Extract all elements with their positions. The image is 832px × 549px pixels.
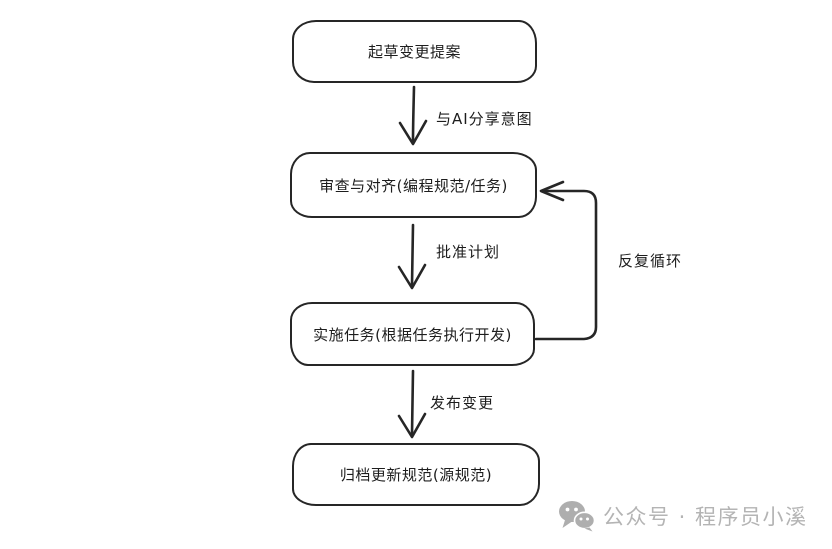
node-label: 实施任务(根据任务执行开发) <box>313 325 512 344</box>
edge-label-approve-plan: 批准计划 <box>436 243 501 261</box>
node-draft-change-proposal: 起草变更提案 <box>292 20 537 83</box>
arrow-loop-implement-to-review <box>534 189 598 341</box>
arrow-review-to-implement <box>410 223 415 287</box>
edge-label-share-intent-with-ai: 与AI分享意图 <box>436 110 533 128</box>
node-archive-updated-spec: 归档更新规范(源规范) <box>292 443 540 506</box>
edge-label-repeat-loop: 反复循环 <box>618 252 683 270</box>
node-label: 审查与对齐(编程规范/任务) <box>319 176 508 195</box>
arrowhead-implement-to-archive <box>397 412 427 439</box>
node-review-and-align: 审查与对齐(编程规范/任务) <box>290 152 537 218</box>
node-implement-tasks: 实施任务(根据任务执行开发) <box>290 302 535 366</box>
watermark-text: 公众号 · 程序员小溪 <box>603 505 808 529</box>
arrowhead-review-to-implement <box>397 263 427 290</box>
arrowhead-loop <box>539 180 565 202</box>
watermark: 公众号 · 程序员小溪 <box>558 500 808 532</box>
node-label: 归档更新规范(源规范) <box>339 466 493 484</box>
arrowhead-draft-to-review <box>398 119 428 146</box>
wechat-icon <box>559 501 595 532</box>
arrow-implement-to-archive <box>410 369 415 436</box>
arrow-draft-to-review <box>411 85 416 143</box>
node-label: 起草变更提案 <box>367 43 461 61</box>
edge-label-publish-change: 发布变更 <box>430 394 495 412</box>
